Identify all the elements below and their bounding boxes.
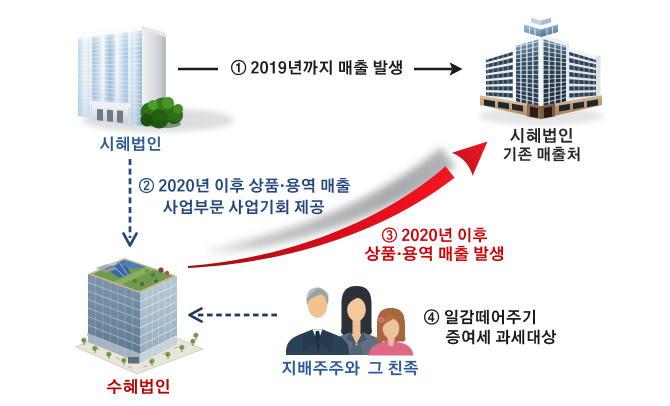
growth-arrow: [187, 141, 488, 268]
man-face: [307, 293, 328, 318]
text-label-family: [282, 360, 418, 376]
text-label-beneficiary: [107, 379, 169, 394]
building-beneficiary: [74, 258, 205, 375]
text-flow3-line1: [382, 227, 487, 243]
building-existing-customer: [479, 15, 603, 125]
text-flow2-line2: [163, 199, 324, 215]
text-flow4-line1: [424, 309, 535, 325]
person-girl: [368, 308, 414, 356]
storefront-windows: [484, 99, 598, 112]
girl-face: [382, 318, 400, 339]
woman-neck: [352, 316, 361, 336]
bush: [140, 97, 183, 129]
growth-arrow-head: [451, 141, 488, 176]
text-label-benefactor: [99, 136, 161, 152]
building-benefactor: [77, 26, 234, 132]
person-man: [286, 287, 349, 355]
text-flow3-line2: [364, 245, 504, 262]
man-tie: [314, 331, 321, 353]
people-group: [286, 286, 414, 356]
arrow-control: [188, 307, 277, 323]
text-flow1: [231, 59, 402, 76]
girl-neck: [387, 334, 395, 345]
text-label-customer-line1: [510, 128, 572, 143]
growth-arrow-shadow: [207, 147, 456, 256]
woman-face: [347, 297, 366, 322]
arrow-sales-2019: [178, 62, 463, 76]
text-flow2-line1: [139, 178, 350, 193]
text-label-customer-line2: [503, 146, 580, 162]
text-flow4-line2: [446, 329, 556, 345]
labels: [99, 59, 580, 394]
girl-top: [368, 341, 414, 356]
arrow-opportunity: [122, 159, 138, 247]
